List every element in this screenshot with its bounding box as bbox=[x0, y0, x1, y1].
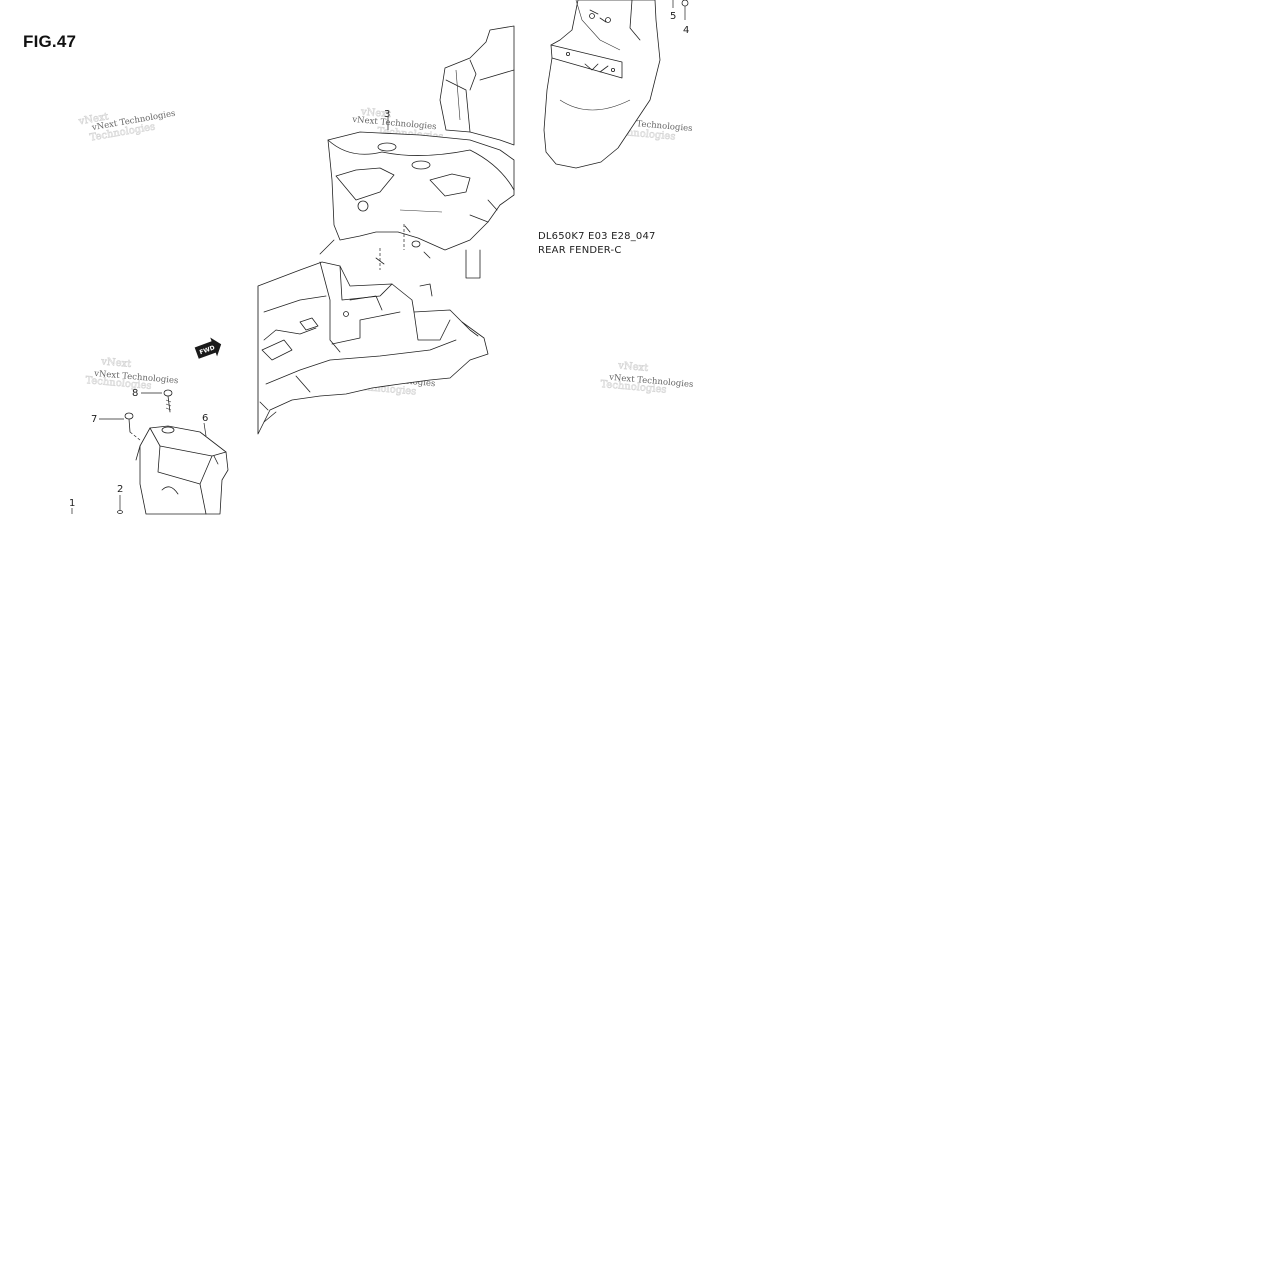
callout-8: 8 bbox=[132, 388, 138, 399]
rear-fender-part bbox=[543, 0, 661, 169]
svg-text:vNext: vNext bbox=[100, 356, 132, 370]
figure-title: FIG.47 bbox=[23, 32, 77, 51]
rear-tray-part bbox=[257, 261, 489, 435]
callout-7: 7 bbox=[91, 414, 97, 425]
fastener-group bbox=[375, 224, 431, 270]
fwd-label: FWD bbox=[199, 344, 216, 356]
callout-5: 5 bbox=[670, 11, 676, 22]
leader-6 bbox=[203, 422, 207, 437]
bolt-part-7 bbox=[124, 412, 141, 441]
figure-name: REAR FENDER-C bbox=[538, 245, 622, 256]
callout-2: 2 bbox=[117, 484, 123, 495]
svg-text:vNext: vNext bbox=[360, 107, 392, 121]
watermark-1: vNext Technologies vNext Technologies bbox=[77, 109, 177, 144]
callout-6: 6 bbox=[202, 413, 208, 424]
screw-part-8 bbox=[163, 389, 173, 413]
bolt-part-4 bbox=[681, 0, 689, 20]
rear-cowl-part bbox=[319, 131, 515, 279]
callout-4: 4 bbox=[683, 25, 689, 36]
svg-text:vNext: vNext bbox=[617, 360, 649, 374]
figure-code: DL650K7 E03 E28_047 bbox=[538, 231, 656, 242]
watermark-6: vNext Technologies vNext Technologies bbox=[600, 360, 694, 396]
bolt-part-2 bbox=[117, 495, 123, 514]
callout-1: 1 bbox=[69, 498, 75, 509]
tail-cover-part bbox=[439, 25, 515, 146]
forward-arrow-icon: FWD bbox=[194, 337, 222, 359]
callout-3: 3 bbox=[384, 109, 390, 120]
battery-case-part bbox=[135, 425, 229, 515]
